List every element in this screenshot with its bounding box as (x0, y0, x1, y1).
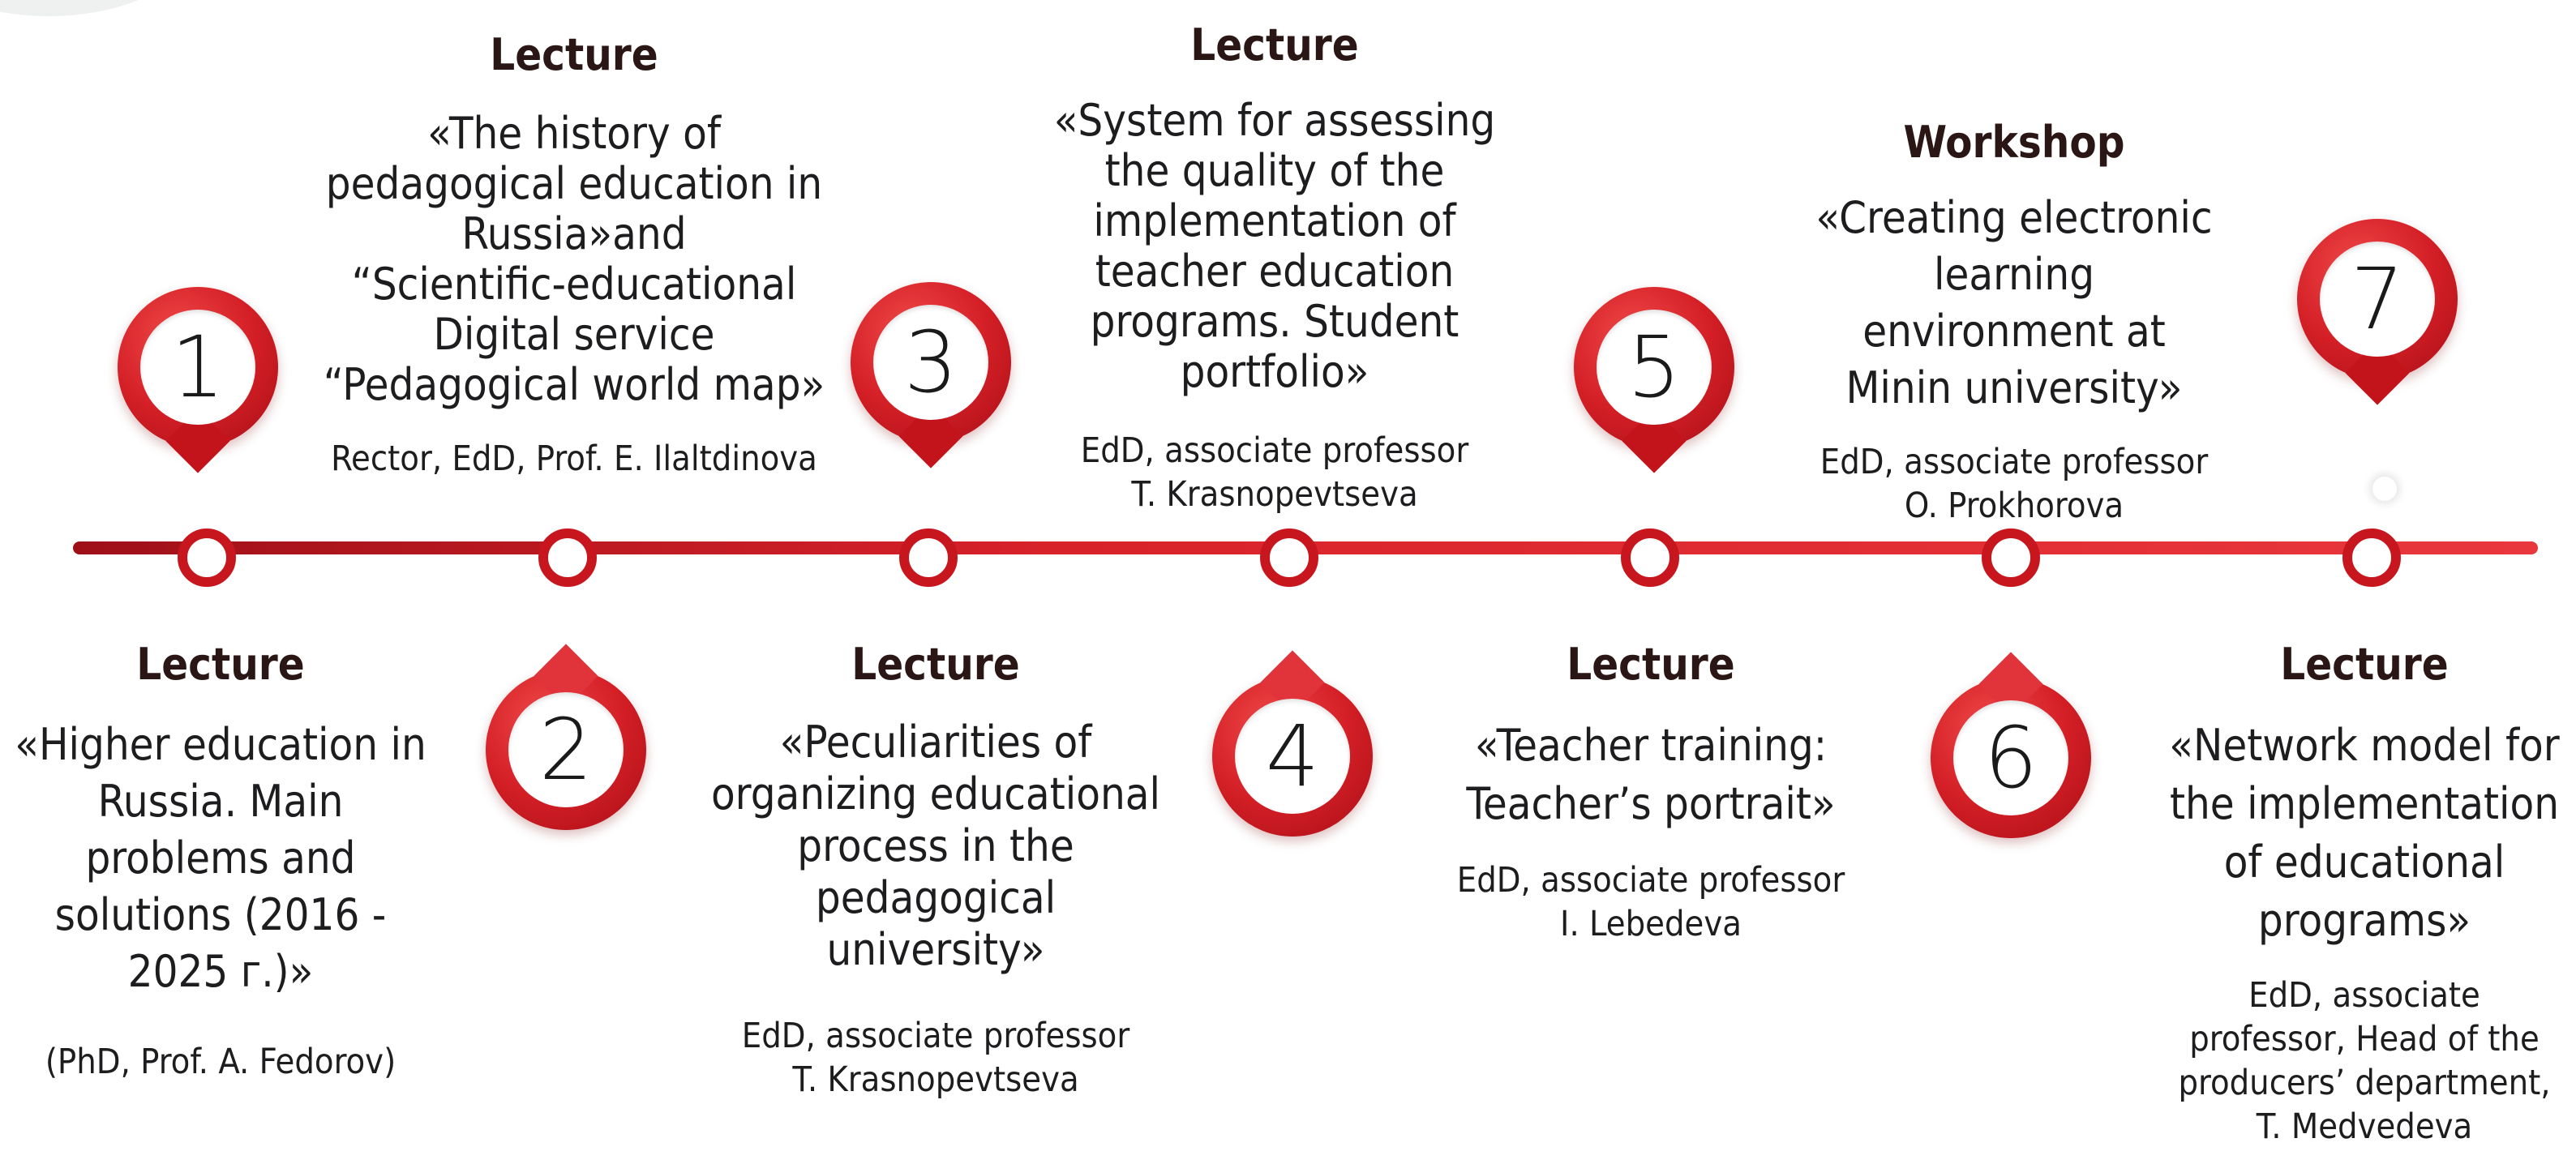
event-title: «Teacher training: Teacher’s portrait» (1466, 720, 1836, 829)
decorative-corner-shape (0, 0, 195, 16)
event-5: Lecture «Teacher training: Teacher’s por… (1408, 623, 1894, 961)
event-speaker: EdD, associate professor, Head of the pr… (2178, 975, 2551, 1147)
pin-number: 2 (538, 700, 594, 799)
pin-number: 4 (1265, 707, 1320, 806)
event-3: Lecture «Peculiarities of organizing edu… (692, 623, 1179, 1117)
event-2: Lecture «The history of pedagogical educ… (290, 13, 858, 496)
pin-number: 5 (1627, 318, 1682, 417)
event-speaker: EdD, associate professor T. Krasnopevtse… (741, 1016, 1130, 1100)
highlight-dot (2372, 477, 2397, 501)
timeline-node-3 (899, 529, 958, 587)
event-title: «The history of pedagogical education in… (323, 108, 825, 410)
event-kind: Lecture (1567, 639, 1735, 690)
event-kind: Lecture (490, 29, 658, 80)
event-speaker: EdD, associate professor I. Lebedeva (1456, 860, 1845, 944)
event-title: «Peculiarities of organizing educational… (710, 717, 1161, 975)
timeline-node-2 (538, 529, 597, 587)
pin-number: 6 (1983, 708, 2038, 807)
pin-number: 3 (903, 313, 958, 412)
event-1: Lecture «Higher education in Russia. Mai… (0, 623, 448, 1099)
event-7: Lecture «Network model for the implement… (2154, 623, 2575, 1164)
number-pin-5: 5 (1574, 287, 1734, 447)
event-title: «Higher education in Russia. Main proble… (15, 719, 426, 997)
number-pin-3: 3 (851, 282, 1011, 443)
event-title: «Network model for the implementation of… (2169, 720, 2560, 946)
number-pin-7: 7 (2297, 219, 2458, 379)
event-speaker: EdD, associate professor O. Prokhorova (1819, 442, 2209, 526)
timeline-node-5 (1621, 529, 1679, 587)
event-kind: Lecture (2280, 639, 2449, 690)
pin-number: 1 (170, 318, 225, 417)
event-kind: Lecture (1190, 19, 1359, 71)
number-pin-2: 2 (486, 670, 646, 830)
timeline-node-4 (1260, 529, 1318, 587)
event-speaker: (PhD, Prof. A. Fedorov) (45, 1042, 396, 1082)
event-kind: Lecture (851, 639, 1020, 690)
timeline-node-1 (178, 529, 236, 587)
number-pin-6: 6 (1931, 678, 2091, 838)
event-title: «System for assessing the quality of the… (1053, 95, 1496, 397)
timeline-diagram: 1 2 3 4 5 6 7 Lecture «Higher education … (0, 0, 2576, 1122)
event-4: Lecture «System for assessing the qualit… (1023, 3, 1526, 532)
event-6: Workshop «Creating electronic learning e… (1787, 101, 2241, 543)
number-pin-4: 4 (1212, 676, 1373, 837)
event-speaker: EdD, associate professor T. Krasnopevtse… (1080, 430, 1469, 515)
event-kind: Workshop (1903, 117, 2125, 168)
number-pin-1: 1 (118, 287, 278, 447)
pin-number: 7 (2350, 250, 2405, 349)
event-kind: Lecture (136, 639, 305, 690)
event-speaker: Rector, EdD, Prof. E. Ilaltdinova (331, 439, 817, 479)
event-title: «Creating electronic learning environmen… (1815, 192, 2213, 413)
timeline-node-7 (2342, 529, 2401, 587)
